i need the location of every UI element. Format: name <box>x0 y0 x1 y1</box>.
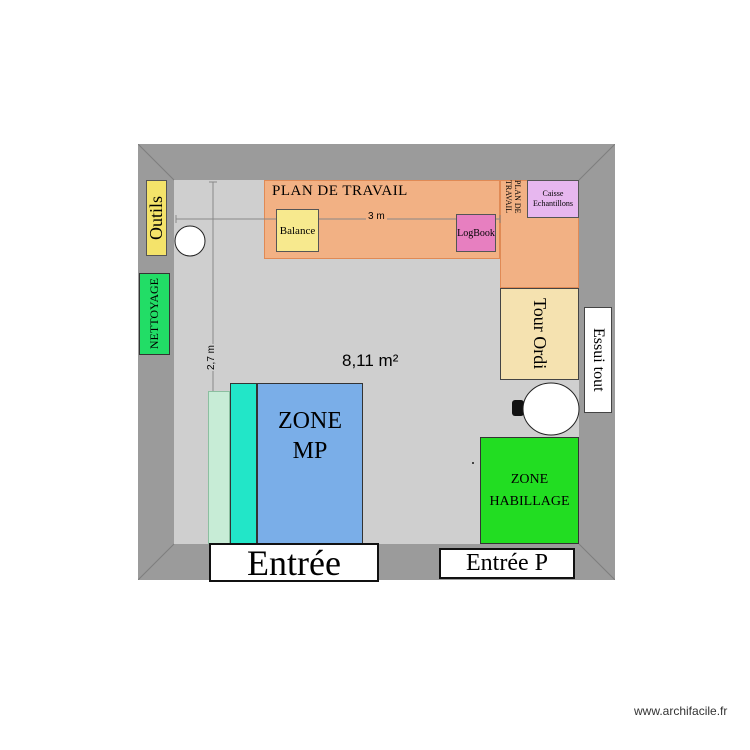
entree-label: Entrée <box>247 542 341 583</box>
balance-box[interactable]: Balance <box>276 209 319 252</box>
width-dimension-label: 3 m <box>366 211 387 222</box>
height-dimension-label: 2,7 m <box>206 344 217 372</box>
tour-ordi-box[interactable]: Tour Ordi <box>500 288 579 380</box>
caisse-label-line2: Echantillons <box>533 199 573 208</box>
wall-corner-lines <box>138 144 615 580</box>
outils-box[interactable]: Outils <box>146 180 167 256</box>
zone-mp-teal-strip[interactable] <box>230 383 257 544</box>
watermark[interactable]: www.archifacile.fr <box>634 704 728 718</box>
entree-p-label: Entrée P <box>466 550 548 576</box>
balance-label: Balance <box>279 224 316 237</box>
essui-tout-label: Essui tout <box>590 328 607 392</box>
plan-de-travail-side-label: PLAN DE TRAVAIL <box>504 180 522 214</box>
logbook-box[interactable]: LogBook <box>456 214 496 252</box>
caisse-label-line1: Caisse <box>542 189 564 198</box>
round-fixture[interactable] <box>172 223 208 259</box>
entree-p-door[interactable]: Entrée P <box>439 548 575 579</box>
zone-mp-box[interactable]: ZONE MP <box>257 383 363 544</box>
caisse-echantillons-box[interactable]: Caisse Echantillons <box>527 180 579 218</box>
zone-mp-label-line1: ZONE <box>278 408 342 434</box>
area-label: 8,11 m² <box>342 351 399 370</box>
marker-dot <box>472 462 474 464</box>
zone-habillage-box[interactable]: ZONE HABILLAGE <box>480 437 579 544</box>
sink-fixture[interactable] <box>510 382 582 438</box>
zone-mp-light-strip[interactable] <box>208 391 230 544</box>
nettoyage-label: NETTOYAGE <box>147 278 161 350</box>
tour-ordi-label: Tour Ordi <box>530 298 550 370</box>
nettoyage-box[interactable]: NETTOYAGE <box>139 273 170 355</box>
zone-habillage-label-line2: HABILLAGE <box>489 493 570 509</box>
essui-tout-box[interactable]: Essui tout <box>584 307 612 413</box>
entree-door[interactable]: Entrée <box>209 542 379 583</box>
logbook-label: LogBook <box>457 227 495 239</box>
plan-de-travail-label: PLAN DE TRAVAIL <box>272 183 408 199</box>
zone-mp-label-line2: MP <box>292 438 328 464</box>
zone-habillage-label-line1: ZONE <box>510 471 549 487</box>
outils-label: Outils <box>146 195 166 240</box>
